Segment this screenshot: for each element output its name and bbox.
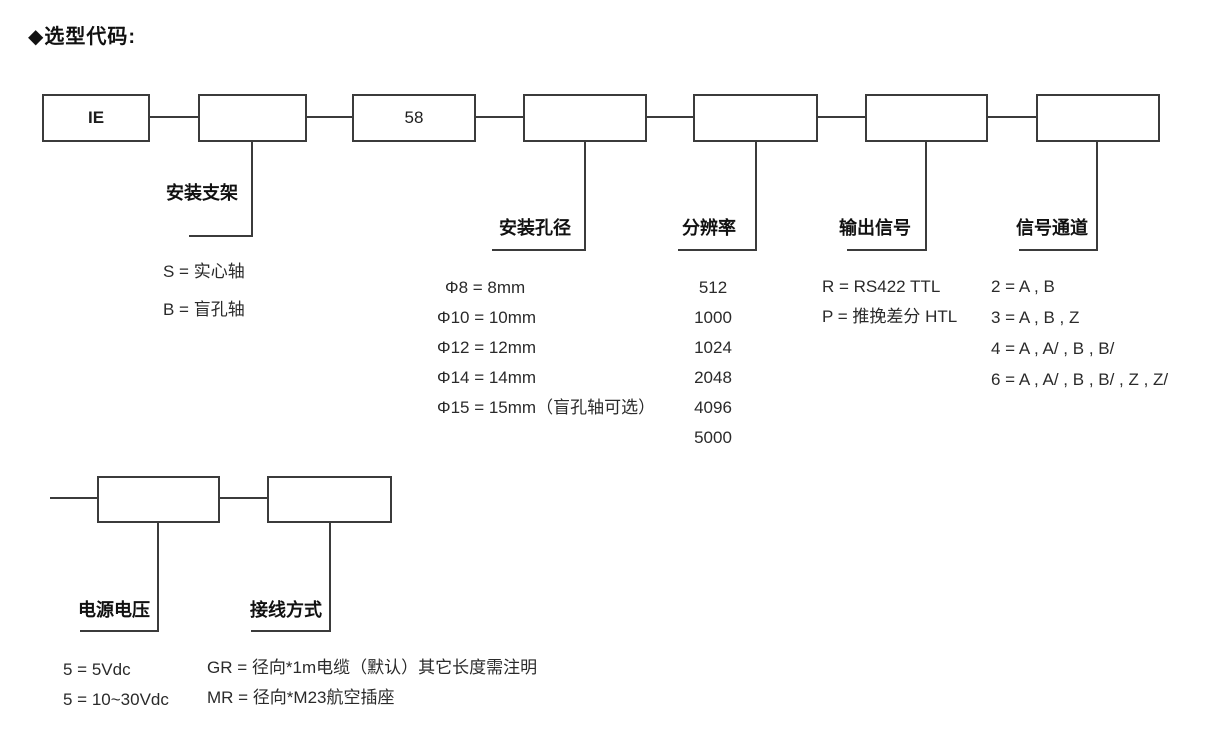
drop-line-wiring xyxy=(329,521,331,632)
option-row: 3 = A , B , Z xyxy=(991,308,1080,327)
code-box-series: IE xyxy=(42,94,150,142)
option-row: S = 实心轴 xyxy=(163,262,245,281)
options-channels: 2 = A , B 3 = A , B , Z 4 = A , A/ , B ,… xyxy=(991,276,1168,400)
connector-line xyxy=(818,116,865,118)
page-title: ◆选型代码: xyxy=(28,26,137,48)
option-row: 5000 xyxy=(694,428,732,447)
option-row: 4 = A , A/ , B , B/ xyxy=(991,339,1115,358)
option-row: Φ12 = 12mm xyxy=(437,338,537,357)
options-power: 5 = 5Vdc 5 = 10~30Vdc xyxy=(63,659,169,719)
code-box-wiring xyxy=(267,476,392,523)
group-label-bracket: 安装支架 xyxy=(166,183,238,203)
option-row: 2048 xyxy=(694,368,732,387)
option-row: 512 xyxy=(698,278,728,297)
connector-line xyxy=(476,116,523,118)
option-row: R = RS422 TTL xyxy=(822,277,941,296)
label-underline-resolution xyxy=(678,249,757,251)
drop-line-bracket xyxy=(251,140,253,237)
option-row: Φ8 = 8mm xyxy=(445,278,526,297)
drop-line-resolution xyxy=(755,140,757,251)
group-label-bore: 安装孔径 xyxy=(499,218,571,238)
option-row: 1024 xyxy=(694,338,732,357)
drop-line-output xyxy=(925,140,927,251)
code-box-bore xyxy=(523,94,647,142)
group-label-wiring: 接线方式 xyxy=(250,600,322,620)
lead-in-line xyxy=(50,497,97,499)
code-box-power xyxy=(97,476,220,523)
group-label-resolution: 分辨率 xyxy=(682,218,736,238)
connector-line xyxy=(988,116,1036,118)
label-underline-power xyxy=(80,630,159,632)
connector-line xyxy=(307,116,352,118)
option-row: GR = 径向*1m电缆（默认）其它长度需注明 xyxy=(207,658,538,677)
code-box-bracket xyxy=(198,94,307,142)
group-label-channels: 信号通道 xyxy=(1016,218,1088,238)
option-row: 5 = 10~30Vdc xyxy=(63,690,169,709)
options-resolution: 512 1000 1024 2048 4096 5000 xyxy=(673,277,753,457)
option-row: B = 盲孔轴 xyxy=(163,300,245,319)
code-box-series-text: IE xyxy=(87,108,105,127)
code-box-size-text: 58 xyxy=(404,108,424,127)
option-row: 2 = A , B xyxy=(991,277,1055,296)
option-row: 5 = 5Vdc xyxy=(63,660,131,679)
label-underline-output xyxy=(847,249,927,251)
options-wiring: GR = 径向*1m电缆（默认）其它长度需注明 MR = 径向*M23航空插座 xyxy=(207,657,537,717)
connector-line xyxy=(150,116,198,118)
group-label-power: 电源电压 xyxy=(78,600,150,620)
code-box-output xyxy=(865,94,988,142)
group-label-output: 输出信号 xyxy=(839,218,911,238)
label-underline-bore xyxy=(492,249,586,251)
drop-line-channels xyxy=(1096,140,1098,251)
connector-line xyxy=(220,497,267,499)
drop-line-power xyxy=(157,521,159,632)
option-row: MR = 径向*M23航空插座 xyxy=(207,688,395,707)
option-row: 6 = A , A/ , B , B/ , Z , Z/ xyxy=(991,370,1169,389)
connector-line xyxy=(647,116,693,118)
option-row: Φ10 = 10mm xyxy=(437,308,537,327)
option-row: 4096 xyxy=(694,398,732,417)
label-underline-wiring xyxy=(251,630,331,632)
option-row: Φ14 = 14mm xyxy=(437,368,537,387)
code-box-resolution xyxy=(693,94,818,142)
options-bore: Φ8 = 8mm Φ10 = 10mm Φ12 = 12mm Φ14 = 14m… xyxy=(437,277,655,427)
label-underline-bracket xyxy=(189,235,253,237)
options-output: R = RS422 TTL P = 推挽差分 HTL xyxy=(822,276,957,336)
drop-line-bore xyxy=(584,140,586,251)
option-row: 1000 xyxy=(694,308,732,327)
option-row: Φ15 = 15mm（盲孔轴可选） xyxy=(437,398,656,417)
code-box-size: 58 xyxy=(352,94,476,142)
code-box-channels xyxy=(1036,94,1160,142)
options-bracket: S = 实心轴 B = 盲孔轴 xyxy=(163,261,245,337)
option-row: P = 推挽差分 HTL xyxy=(822,307,958,326)
label-underline-channels xyxy=(1019,249,1098,251)
